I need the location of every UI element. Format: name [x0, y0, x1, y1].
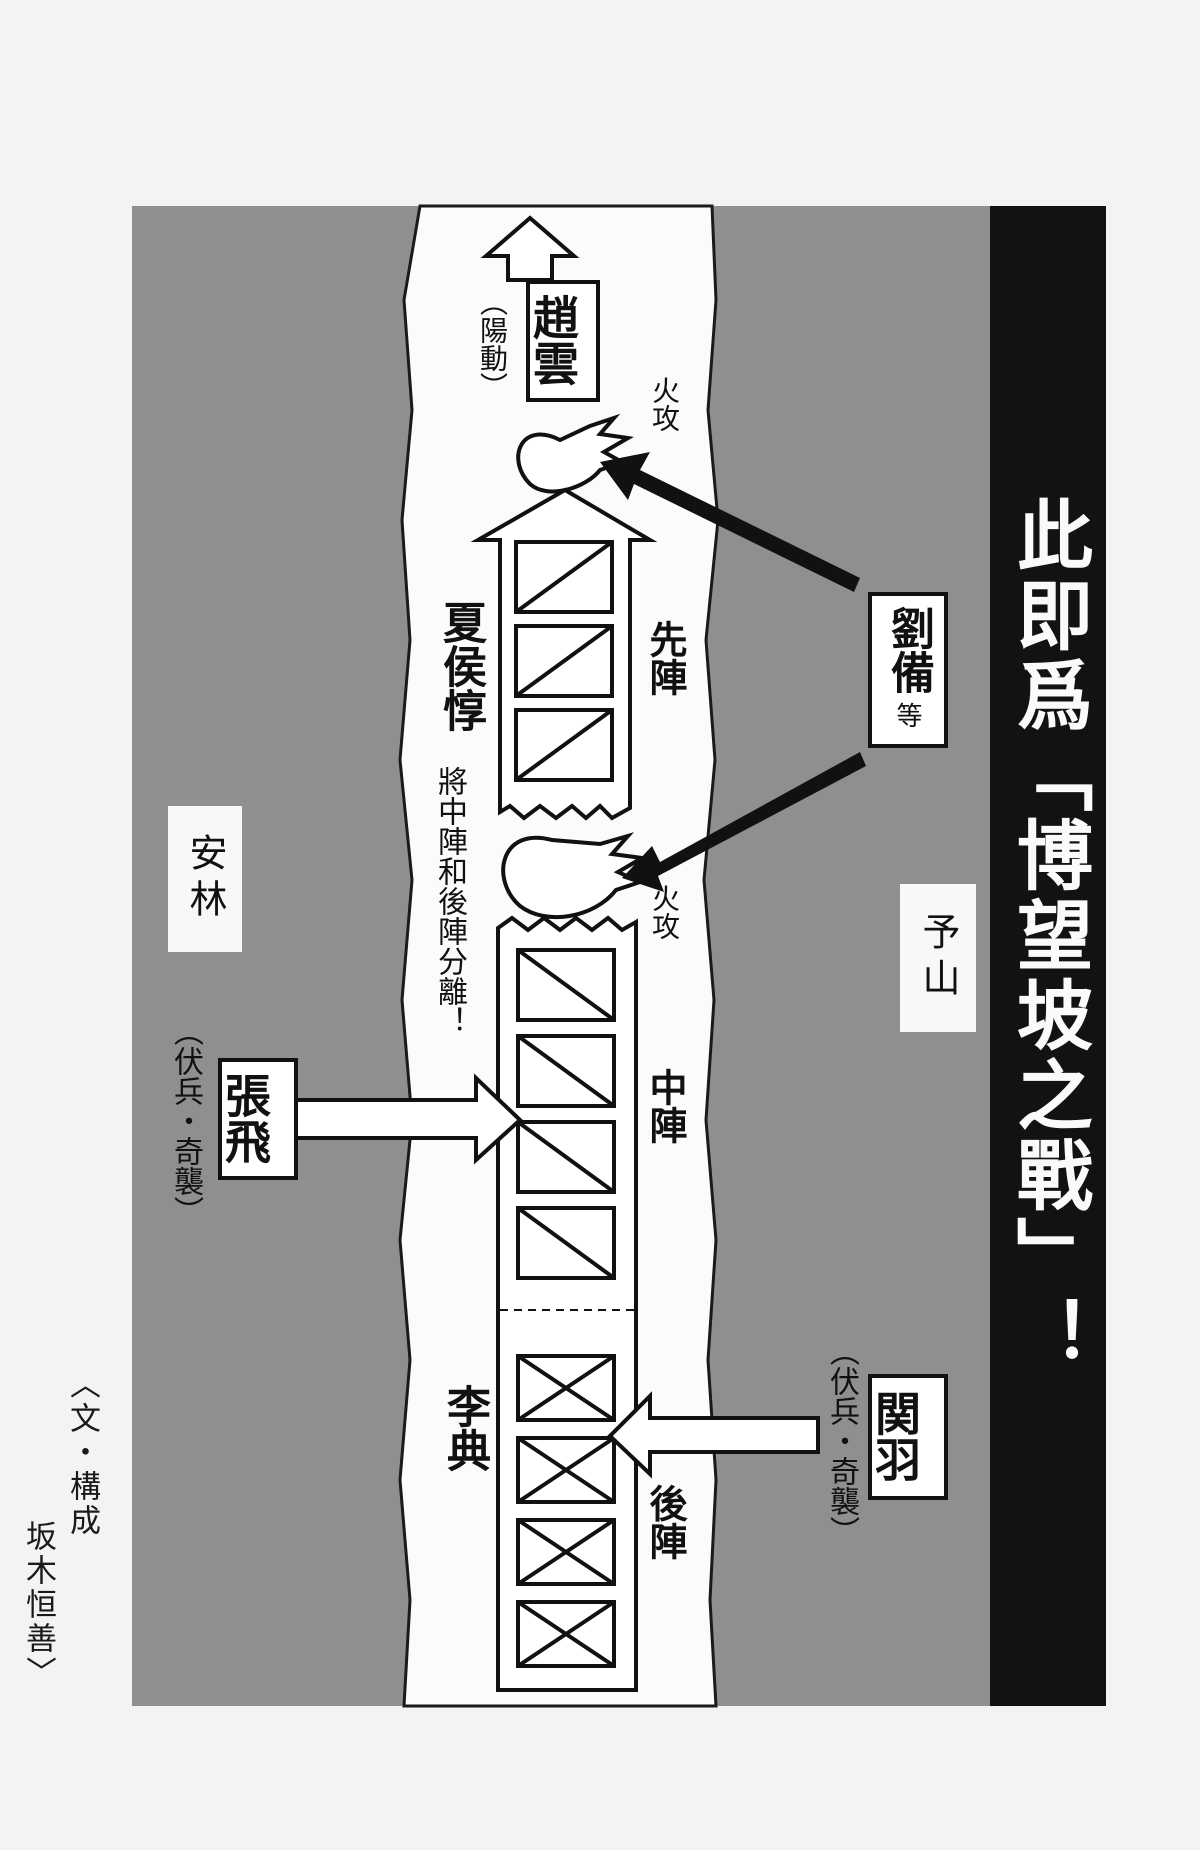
- liu-bei-attack-arrows: [600, 452, 866, 892]
- guan-yu-name: 関羽: [868, 1390, 922, 1482]
- guan-yu-ambush-arrow: [607, 1391, 820, 1479]
- liu-bei-suffix: 等: [892, 702, 922, 728]
- fire-attack-label-2: 火攻: [648, 884, 681, 940]
- zhang-fei-box: 張飛: [218, 1058, 298, 1180]
- zhang-fei-role: （伏兵・奇襲）: [168, 1016, 203, 1226]
- zhang-fei-ambush-arrow: [294, 1073, 523, 1165]
- xiahou-dun-name: 夏侯惇: [435, 600, 486, 732]
- fire-attack-label-1: 火攻: [648, 376, 681, 432]
- place-label-left-box: 安林: [168, 806, 242, 952]
- zhao-yun-name: 趙雲: [526, 294, 580, 386]
- place-label-right: 予山: [916, 912, 960, 1004]
- zhao-yun-role: （陽動）: [476, 288, 509, 400]
- center-label: 中陣: [643, 1068, 687, 1144]
- rear-units: [516, 1354, 616, 1668]
- guan-yu-role: （伏兵・奇襲）: [824, 1336, 859, 1546]
- liu-bei-box: 劉備: [868, 592, 948, 748]
- fire-attack-mark-1: [516, 413, 634, 494]
- place-label-right-box: 予山: [900, 884, 976, 1032]
- formation-note: 將中陣和後陣分離！: [432, 766, 467, 1036]
- credit-line-1: 〈文・構成: [64, 1368, 100, 1538]
- rear-label: 後陣: [643, 1484, 687, 1560]
- place-label-left: 安林: [183, 833, 227, 925]
- li-dian-name: 李典: [439, 1384, 490, 1472]
- zhang-fei-name: 張飛: [218, 1072, 272, 1164]
- vanguard-units: [514, 540, 614, 782]
- liu-bei-name: 劉備: [883, 606, 934, 694]
- guan-yu-box: 関羽: [868, 1374, 948, 1500]
- credit-line-2: 坂木恒善〉: [20, 1520, 56, 1690]
- zhao-yun-box: 趙雲: [526, 280, 600, 402]
- vanguard-label: 先陣: [643, 620, 687, 696]
- page-title: 此即爲「博望坡之戰」！: [1004, 496, 1093, 1376]
- center-units: [516, 948, 616, 1280]
- title-band: [990, 206, 1106, 1706]
